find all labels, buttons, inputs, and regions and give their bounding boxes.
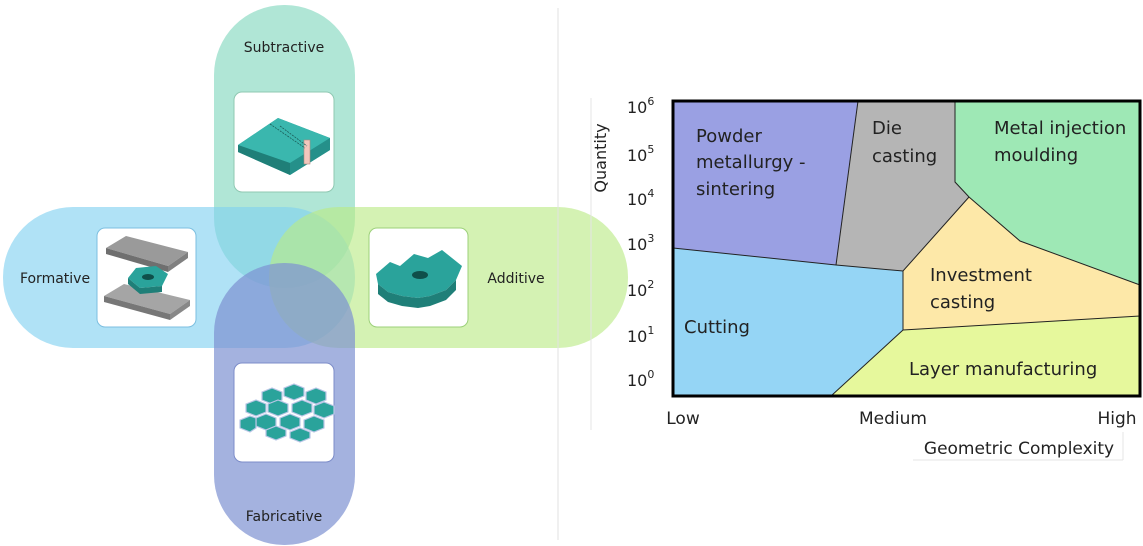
label-metal-injection: Metal injection moulding — [994, 118, 1132, 166]
label-layer-manufacturing: Layer manufacturing — [909, 359, 1097, 380]
region-die-casting — [836, 101, 969, 271]
region-powder-metallurgy — [673, 101, 858, 265]
x-tick-medium: Medium — [859, 409, 927, 429]
y-tick-labels: 106 105 104 103 102 101 100 — [627, 95, 654, 390]
y-tick-1e6: 106 — [627, 95, 654, 117]
y-tick-1e3: 103 — [627, 232, 654, 254]
additive-label: Additive — [487, 271, 544, 287]
process-map-diagram: Powder metallurgy - sintering Die castin… — [590, 95, 1142, 461]
label-die-casting: Die casting — [872, 118, 937, 167]
region-cutting — [673, 248, 903, 396]
y-tick-1e2: 102 — [627, 278, 654, 300]
y-tick-1e5: 105 — [627, 143, 654, 165]
y-tick-1e0: 100 — [627, 368, 654, 390]
label-powder-metallurgy: Powder metallurgy - sintering — [696, 126, 811, 200]
y-tick-1e4: 104 — [627, 187, 654, 209]
x-axis-label: Geometric Complexity — [924, 439, 1114, 459]
y-axis-label: Quantity — [591, 123, 610, 192]
fabricative-label: Fabricative — [246, 509, 322, 525]
x-tick-high: High — [1097, 409, 1136, 429]
fabricative-part-image — [233, 362, 335, 463]
region-layer-manufacturing — [831, 316, 1140, 396]
y-tick-1e1: 101 — [627, 324, 654, 346]
subtractive-label: Subtractive — [244, 40, 324, 56]
region-investment-casting — [903, 197, 1140, 330]
subtractive-part-image — [233, 91, 335, 193]
manufacturing-categories-diagram: Subtractive Formative Additive Fabricati… — [3, 5, 628, 545]
additive-part-image — [368, 227, 469, 328]
x-tick-low: Low — [666, 409, 700, 429]
label-investment-casting: Investment casting — [930, 265, 1038, 313]
formative-part-image — [96, 227, 197, 328]
formative-label: Formative — [20, 271, 90, 287]
region-metal-injection — [955, 101, 1140, 285]
plot-border — [671, 99, 1142, 398]
label-cutting: Cutting — [684, 317, 750, 338]
